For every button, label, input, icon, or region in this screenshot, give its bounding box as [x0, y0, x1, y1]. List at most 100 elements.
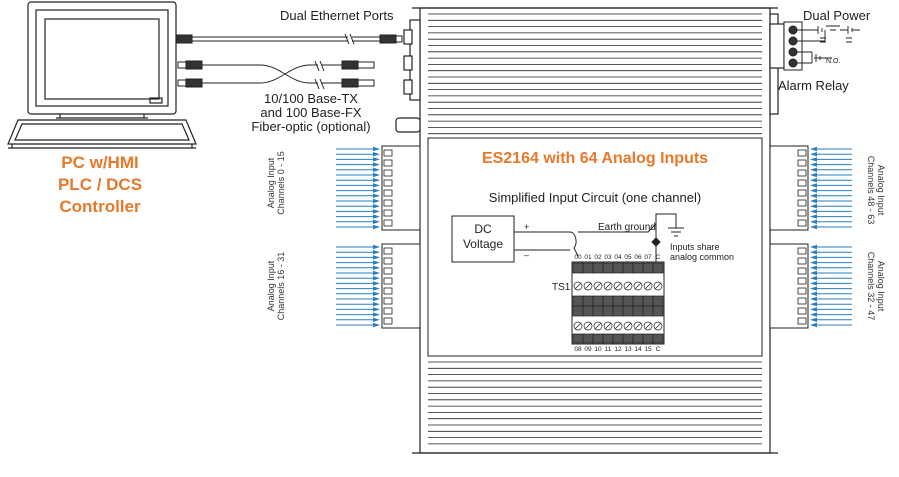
pc-label-line2: PLC / DCS — [57, 175, 143, 194]
inputs-share-label: Inputs share analog common — [670, 242, 734, 262]
channel-32-47-arrow — [810, 265, 852, 270]
ts1-terminal-number: 13 — [624, 346, 632, 353]
channels-48-63-title: Analog Input — [876, 164, 886, 216]
channel-48-63-arrow — [810, 172, 852, 178]
channel-0-15-arrow — [336, 167, 380, 172]
channel-48-63-arrow — [810, 152, 852, 157]
pc-label-line3: Controller — [59, 197, 141, 216]
channel-32-47-arrow — [810, 307, 852, 312]
earth-ground-label: Earth ground — [598, 222, 656, 233]
channel-16-31-arrow — [336, 276, 380, 281]
channels-16-31-label: Analog Input Channels 16 - 31 — [266, 236, 286, 336]
cooling-fins-top — [428, 13, 762, 135]
channel-32-47-arrow — [810, 302, 852, 307]
terminal-block-left-bottom — [381, 243, 421, 329]
channel-32-47-arrow — [810, 312, 852, 317]
ts1-terminal-number: 12 — [614, 346, 622, 353]
channel-16-31-arrow — [336, 296, 380, 302]
dc-voltage-box — [451, 215, 515, 263]
ts1-terminal-number: 03 — [604, 254, 612, 261]
channel-0-15-arrow — [336, 146, 380, 152]
channels-0-15-range: Channels 0 - 15 — [276, 151, 286, 215]
minus-sign: – — [524, 250, 530, 260]
channel-0-15-arrow — [336, 162, 380, 167]
ts1-terminal-number: 10 — [594, 346, 602, 353]
channels-16-31-range: Channels 16 - 31 — [276, 251, 286, 321]
channels-0-15-title: Analog Input — [266, 157, 276, 209]
channel-32-47-arrow — [810, 250, 852, 255]
inputs-share-line2: analog common — [670, 252, 735, 262]
pc-keyboard — [7, 119, 197, 149]
channel-0-15-arrow — [336, 219, 380, 224]
channels-0-15-label: Analog Input Channels 0 - 15 — [266, 133, 286, 233]
terminal-block-left-top — [381, 145, 421, 231]
channel-32-47-arrow — [810, 281, 852, 286]
channel-0-15-arrow — [336, 193, 380, 198]
ts1-terminal-number: 04 — [614, 254, 622, 261]
channel-48-63-arrow — [810, 183, 852, 188]
channel-48-63-arrow — [810, 157, 852, 162]
channel-16-31-arrow — [336, 265, 380, 270]
power-wiring — [797, 25, 860, 64]
ts1-terminal-number: 09 — [584, 346, 592, 353]
channel-0-15-arrow — [336, 183, 380, 188]
device-title: ES2164 with 64 Analog Inputs — [481, 150, 709, 167]
channel-16-31-arrow — [336, 244, 380, 250]
channel-48-63-arrow — [810, 204, 852, 209]
channel-48-63-arrow — [810, 224, 852, 230]
channels-32-47-title: Analog Input — [876, 260, 886, 312]
pc-monitor — [27, 1, 177, 119]
channel-32-47-arrow — [810, 260, 852, 265]
channel-48-63-arrow — [810, 146, 852, 152]
voltage-text: Voltage — [462, 237, 504, 251]
input-circuit — [451, 213, 684, 263]
ts1-terminal-number: 07 — [644, 254, 652, 261]
channel-32-47-arrow — [810, 291, 852, 296]
base-tx-text: 10/100 Base-TX — [264, 91, 358, 106]
channel-0-15-arrow — [336, 209, 380, 214]
inputs-share-line1: Inputs share — [670, 242, 720, 252]
ts1-label: TS1 — [552, 282, 571, 293]
channels-48-63-label: Analog Input Channels 48 - 63 — [866, 140, 886, 240]
power-terminal-block — [783, 21, 803, 71]
channel-48-63-arrow — [810, 178, 852, 183]
ts1-terminal-number: 15 — [644, 346, 652, 353]
pc-label-line1: PC w/HMI — [61, 153, 139, 172]
channel-32-47-arrow — [810, 322, 852, 328]
channel-16-31-arrow — [336, 281, 380, 286]
channel-16-31-arrow — [336, 317, 380, 322]
normally-open-label: N.O. — [826, 58, 841, 65]
alarm-relay-label: Alarm Relay — [778, 78, 849, 93]
channel-16-31-arrow — [336, 307, 380, 312]
channels-32-47-range: Channels 32 - 47 — [866, 251, 876, 321]
channel-16-31-arrow — [336, 312, 380, 317]
channel-0-15-arrow — [336, 188, 380, 193]
channel-16-31-arrow — [336, 302, 380, 307]
channel-32-47-arrow — [810, 317, 852, 322]
channel-0-15-arrow — [336, 198, 380, 204]
channel-48-63-arrow — [810, 162, 852, 167]
channels-32-47-label: Analog Input Channels 32 - 47 — [866, 236, 886, 336]
channel-32-47-arrow — [810, 286, 852, 291]
channel-48-63-arrow — [810, 214, 852, 219]
channels-16-31-title: Analog Input — [266, 260, 276, 312]
network-description: 10/100 Base-TX and 100 Base-FX Fiber-opt… — [231, 92, 391, 134]
channels-48-63-range: Channels 48 - 63 — [866, 155, 876, 225]
channel-48-63-arrow — [810, 193, 852, 198]
dual-power-label: Dual Power — [803, 8, 871, 23]
channel-48-63-arrow — [810, 198, 852, 204]
channel-48-63-arrow — [810, 219, 852, 224]
ts1-terminal-number: 06 — [634, 254, 642, 261]
channel-16-31-arrow — [336, 260, 380, 265]
channel-32-47-arrow — [810, 270, 852, 276]
dual-ethernet-ports-label: Dual Ethernet Ports — [280, 8, 394, 23]
ts1-terminal-number: 14 — [634, 346, 642, 353]
channel-48-63-arrow — [810, 188, 852, 193]
terminal-block-right-top — [769, 145, 809, 231]
plus-sign: + — [524, 222, 530, 232]
ts1-terminal-number: 08 — [574, 346, 582, 353]
ethernet-cable — [175, 33, 403, 45]
channel-arrows — [336, 146, 852, 328]
channel-16-31-arrow — [336, 291, 380, 296]
channel-16-31-arrow — [336, 286, 380, 291]
